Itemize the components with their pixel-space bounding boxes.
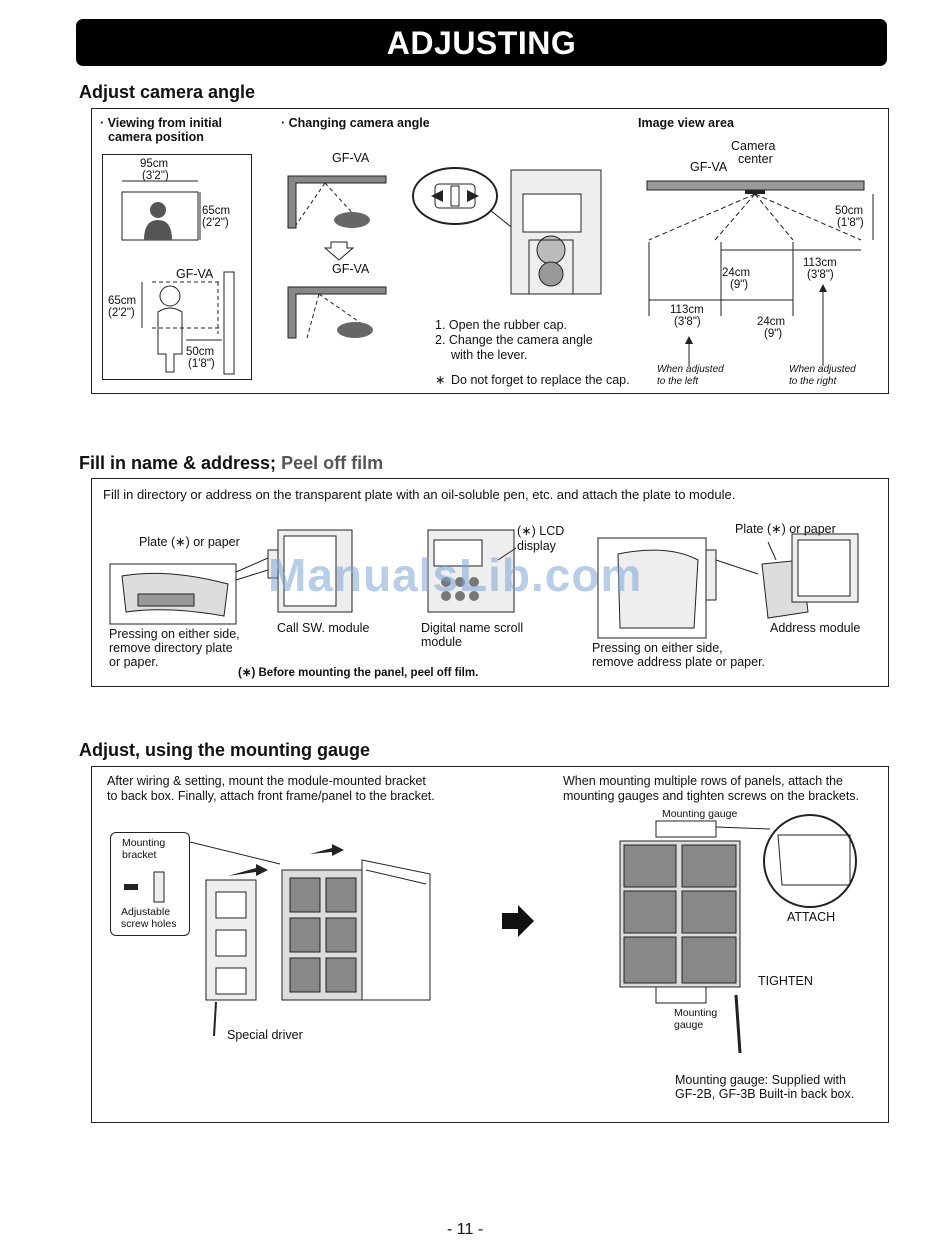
gf-va-label-left: GF-VA	[176, 267, 214, 281]
replace-cap-note: Do not forget to replace the cap.	[451, 373, 630, 387]
press-left-1: Pressing on either side,	[109, 627, 240, 641]
width-95-in: (3'2")	[142, 170, 169, 182]
camera-center-label: Camera	[731, 139, 776, 153]
height-65-b-in: (2'2")	[108, 307, 135, 319]
height-65-b: 65cm	[108, 295, 137, 307]
right-113-b: 113cm	[670, 304, 704, 316]
attach-label: ATTACH	[787, 910, 836, 924]
distance-50: 50cm	[186, 346, 215, 358]
left-note: When adjusted	[657, 364, 724, 375]
angle-change-diagram	[287, 167, 602, 339]
heading-peel-off: Peel off film	[281, 453, 384, 473]
multi-row-diagram	[619, 814, 857, 1054]
right-24-b: 24cm	[757, 316, 786, 328]
right-note: When adjusted	[789, 364, 856, 375]
section-heading-mounting-gauge: Adjust, using the mounting gauge	[79, 740, 370, 760]
tighten-label: TIGHTEN	[758, 974, 813, 988]
adjustable-holes-label-2: screw holes	[121, 918, 177, 930]
right-24-a: 24cm	[722, 267, 751, 279]
intro-right-2: mounting gauges and tighten screws on th…	[563, 789, 860, 803]
step-2: 2. Change the camera angle	[435, 333, 593, 347]
section-heading-camera-angle: Adjust camera angle	[79, 82, 256, 102]
right-113-a-in: (3'8")	[807, 269, 834, 281]
initial-view-frame	[102, 154, 252, 380]
intro-left-2: to back box. Finally, attach front frame…	[107, 789, 435, 803]
gf-va-label-right: GF-VA	[690, 160, 728, 174]
fill-in-intro: Fill in directory or address on the tran…	[103, 487, 736, 502]
mounting-bracket-label: Mounting	[122, 837, 166, 849]
height-65-a: 65cm	[202, 205, 231, 217]
right-113-b-in: (3'8")	[674, 316, 701, 328]
distance-50-in: (1'8")	[188, 358, 215, 370]
plate-or-paper-left: Plate (∗) or paper	[139, 535, 240, 549]
width-95: 95cm	[140, 158, 169, 170]
section-heading-fill-in: Fill in name & address; Peel off film	[79, 453, 383, 474]
step-1: 1. Open the rubber cap.	[435, 318, 568, 332]
page-number: - 11 -	[447, 1221, 484, 1238]
step-2-cont: with the lever.	[451, 348, 528, 362]
mounting-gauge-bottom: Mounting	[674, 1007, 718, 1019]
height-65-a-in: (2'2")	[202, 217, 229, 229]
note-star: ∗	[435, 373, 446, 387]
press-left-3: or paper.	[109, 655, 159, 669]
gf-va-label-mid: GF-VA	[332, 262, 370, 276]
press-right-2: remove address plate or paper.	[592, 655, 766, 669]
lcd-display-label-2: display	[517, 539, 556, 553]
right-50: 50cm	[835, 205, 864, 217]
gf-va-label-top: GF-VA	[332, 151, 370, 165]
mounting-gauge-box	[91, 766, 889, 1123]
supplied-note-1: Mounting gauge: Supplied with	[675, 1073, 846, 1087]
camera-angle-box	[91, 108, 889, 394]
left-note-2: to the left	[657, 376, 699, 387]
right-24-b-in: (9")	[764, 328, 783, 340]
watermark: ManualsLib.com	[268, 549, 643, 601]
fill-in-diagram	[109, 529, 859, 639]
image-view-area-label: Image view area	[638, 116, 734, 130]
call-sw-module: Call SW. module	[277, 621, 370, 635]
bracket-assembly-diagram	[124, 841, 431, 1037]
changing-angle-label: · Changing camera angle	[281, 116, 430, 130]
intro-right-1: When mounting multiple rows of panels, a…	[563, 774, 844, 788]
digital-scroll-module: Digital name scroll	[421, 621, 524, 635]
initial-view-diagram	[121, 180, 235, 375]
intro-left-1: After wiring & setting, mount the module…	[107, 774, 426, 788]
press-left-2: remove directory plate	[109, 641, 233, 655]
bracket-callout	[110, 832, 190, 936]
right-24-a-in: (9")	[730, 279, 749, 291]
mounting-bracket-label-2: bracket	[122, 849, 157, 861]
address-module: Address module	[770, 621, 861, 635]
page-title: ADJUSTING	[76, 19, 887, 66]
right-113-a: 113cm	[803, 257, 837, 269]
supplied-note-2: GF-2B, GF-3B Built-in back box.	[675, 1087, 855, 1101]
view-area-diagram	[646, 180, 874, 366]
mounting-gauge-bottom-2: gauge	[674, 1019, 704, 1031]
right-note-2: to the right	[789, 376, 837, 387]
press-right-1: Pressing on either side,	[592, 641, 723, 655]
arrow-right-icon	[502, 905, 534, 937]
plate-or-paper-right: Plate (∗) or paper	[735, 522, 836, 536]
viewing-initial-label-2: camera position	[108, 130, 204, 144]
lcd-display-label: (∗) LCD	[517, 524, 565, 538]
right-50-in: (1'8")	[837, 217, 864, 229]
viewing-initial-label: · Viewing from initial	[100, 116, 223, 130]
adjustable-holes-label: Adjustable	[121, 906, 171, 918]
camera-center-label-2: center	[738, 152, 773, 166]
mounting-gauge-top: Mounting gauge	[662, 808, 738, 820]
special-driver-label: Special driver	[227, 1028, 303, 1042]
fill-in-box	[91, 478, 889, 687]
peel-film-note: (∗) Before mounting the panel, peel off …	[238, 667, 479, 679]
digital-scroll-module-2: module	[421, 635, 462, 649]
heading-fill-in-main: Fill in name & address;	[79, 453, 277, 473]
